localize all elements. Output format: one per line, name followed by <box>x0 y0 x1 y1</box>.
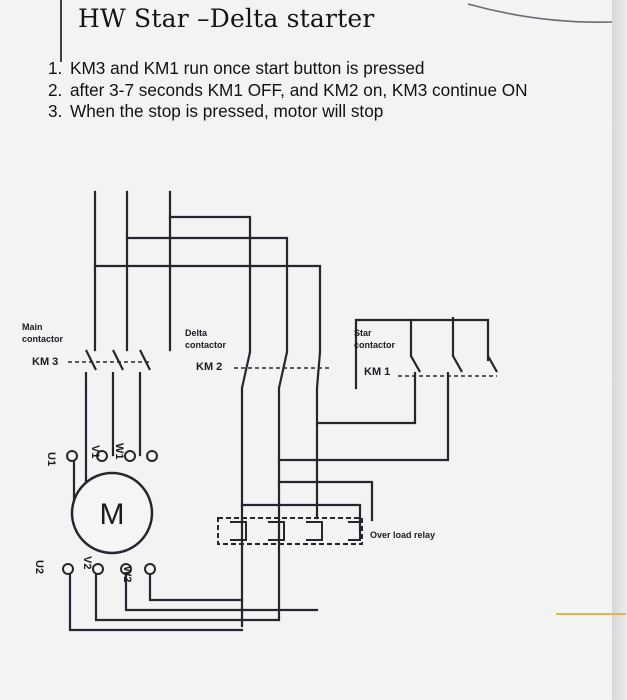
instruction-number: 2. <box>48 79 63 100</box>
page-edge-shadow <box>612 0 627 700</box>
instruction-item: 2. after 3-7 seconds KM1 OFF, and KM2 on,… <box>48 80 528 102</box>
instruction-text: When the stop is pressed, motor will sto… <box>70 101 384 121</box>
paper-sheet <box>0 0 612 700</box>
km1-label: KM 1 <box>364 366 390 378</box>
motor-label: M <box>100 498 125 531</box>
terminal-label-v1: V1 <box>89 445 101 458</box>
main-contactor-label-line1: Main <box>22 322 43 332</box>
wire-l1-to-delta <box>93 264 322 354</box>
instruction-number: 1. <box>48 58 63 78</box>
terminal-label-w2: W2 <box>121 566 133 583</box>
instruction-item: 1. KM3 and KM1 run once start button is p… <box>48 58 528 80</box>
instruction-text: after 3-7 seconds KM1 OFF, and KM2 on, K… <box>70 79 528 100</box>
instruction-list: 1. KM3 and KM1 run once start button is p… <box>48 58 528 123</box>
km2-label: KM 2 <box>196 361 222 373</box>
terminal-label-v2: V2 <box>81 556 93 569</box>
delta-contactor-label-line1: Delta <box>185 328 208 338</box>
terminal-label-w1: W1 <box>113 443 125 460</box>
delta-contactor-label-line2: contactor <box>185 340 227 350</box>
notebook-margin-line <box>60 0 62 62</box>
km2-contacts <box>234 351 330 389</box>
star-contactor-label-line2: contactor <box>354 340 396 350</box>
w2-to-bottom <box>124 573 319 612</box>
wires <box>66 190 490 632</box>
terminal-label-u2: U2 <box>33 560 45 574</box>
overload-relay <box>217 517 363 545</box>
wire-to-star-b <box>315 386 417 425</box>
instruction-number: 3. <box>48 101 63 121</box>
motor-symbol <box>70 471 154 555</box>
terminal-label-u1: U1 <box>45 452 57 466</box>
instruction-text: KM3 and KM1 run once start button is pre… <box>70 58 425 78</box>
overload-relay-label: Over load relay <box>370 530 435 540</box>
star-bridge <box>354 318 490 390</box>
u2-to-bottom <box>68 573 244 632</box>
wire-to-star-a <box>277 386 450 462</box>
page-title: HW Star –Delta starter <box>78 4 375 33</box>
wire-l2-to-delta <box>125 236 289 354</box>
km3-contacts <box>68 349 151 388</box>
wire-l3-to-delta <box>168 215 252 354</box>
instruction-item: 3. When the stop is pressed, motor will s… <box>48 101 528 123</box>
w2-tap <box>148 573 244 602</box>
star-contactor-label-line1: Star <box>354 328 372 338</box>
motor-terminals <box>62 450 158 575</box>
main-contactor-label-line2: contactor <box>22 334 64 344</box>
km3-label: KM 3 <box>32 356 58 368</box>
v2-to-bottom <box>94 573 281 622</box>
overload-return <box>277 480 374 522</box>
km1-contacts <box>398 355 498 388</box>
pencil-curve-stroke <box>467 3 613 23</box>
